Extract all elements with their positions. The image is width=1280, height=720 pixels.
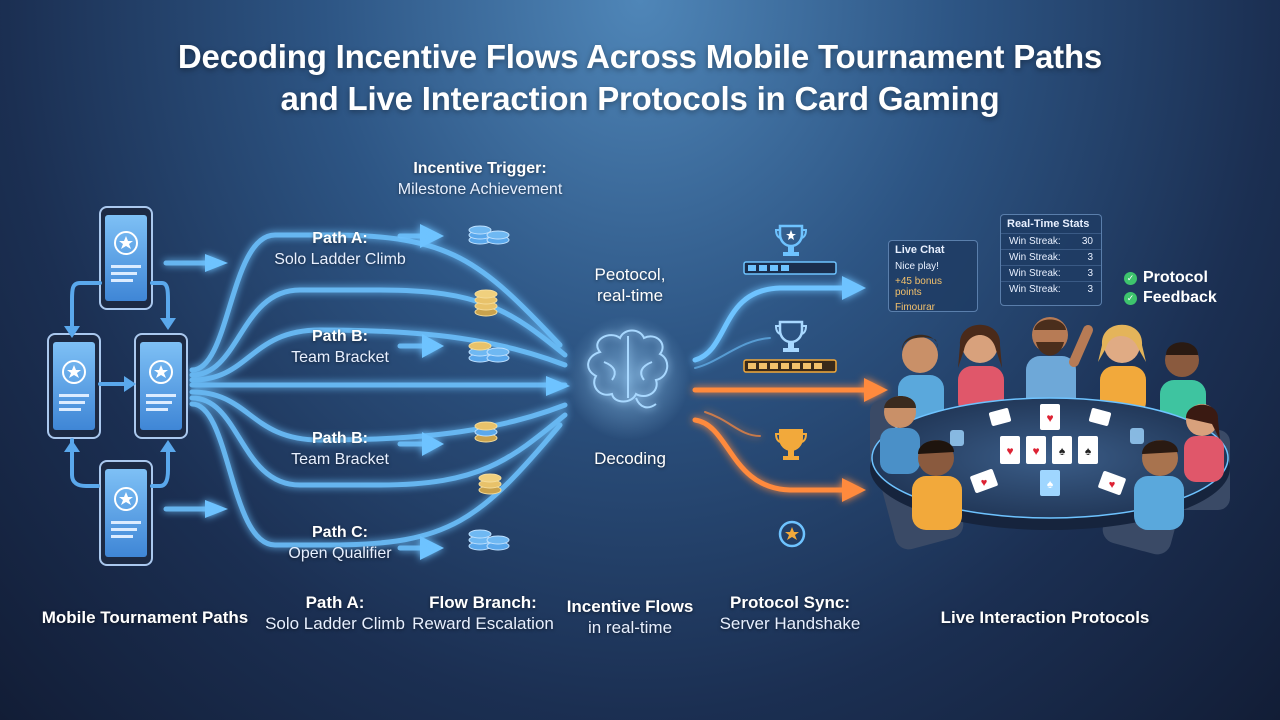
path-b-heading-1: Path B: — [312, 328, 368, 345]
phone-center — [134, 333, 188, 439]
realtime-stats-title: Real-Time Stats — [1007, 218, 1090, 230]
stats-row: Win Streak: 3 — [1001, 281, 1101, 297]
incentive-trigger-sub: Milestone Achievement — [397, 181, 563, 198]
bottom-label-mobile-paths: Mobile Tournament Paths — [30, 607, 260, 628]
path-c-heading: Path C: — [312, 524, 368, 541]
live-chat-panel: Live Chat Nice play! +45 bonus points Fi… — [888, 240, 978, 313]
coin-stack-icon — [474, 421, 498, 443]
flow-branch-heading: Flow Branch: — [429, 593, 537, 612]
path-a-label: Path A: Solo Ladder Climb — [255, 228, 425, 270]
protocol-realtime-line2: real-time — [596, 286, 664, 305]
page-title-line-2: and Live Interaction Protocols in Card G… — [280, 80, 1000, 117]
stats-value: 3 — [1087, 284, 1093, 295]
stats-row: Win Streak: 3 — [1001, 265, 1101, 281]
trophy-icon — [774, 224, 808, 256]
flow-branch-sub: Reward Escalation — [412, 614, 554, 633]
check-icon: ✓ — [1124, 291, 1137, 305]
stats-value: 3 — [1087, 252, 1093, 263]
bottom-path-a-heading: Path A: — [305, 593, 365, 612]
path-a-heading: Path A: — [312, 230, 368, 247]
coin-stack-icon — [468, 225, 510, 245]
svg-text:♥: ♥ — [1046, 411, 1053, 425]
card-table-illustration: ♥ ♥ ♠ ♠ ♥ ♠ ♥ ♥ — [870, 317, 1230, 555]
incentive-flows-heading: Incentive Flows — [566, 597, 694, 616]
progress-bar-blue — [743, 261, 837, 275]
output-arrowheads — [842, 276, 888, 502]
protocol-sync-heading: Protocol Sync: — [730, 593, 850, 612]
bottom-label-protocol-sync: Protocol Sync: Server Handshake — [710, 592, 870, 634]
path-b-heading-2: Path B: — [312, 430, 368, 447]
svg-text:♠: ♠ — [1047, 477, 1054, 491]
path-b-sub-1: Team Bracket — [291, 349, 389, 366]
feedback-line1: Protocol — [1143, 269, 1208, 286]
incentive-trigger-label: Incentive Trigger: Milestone Achievement — [380, 158, 580, 200]
path-c-sub: Open Qualifier — [288, 545, 392, 562]
protocol-realtime-line1: Peotocol, — [594, 265, 666, 284]
stats-row: Win Streak: 30 — [1001, 233, 1101, 249]
stats-label: Win Streak: — [1009, 252, 1061, 263]
brain-icon — [566, 316, 690, 440]
path-b-sub-2: Team Bracket — [291, 451, 389, 468]
coin-stack-icon — [468, 341, 510, 363]
star-badge-icon — [778, 520, 806, 548]
coin-icon-stacks — [468, 225, 510, 551]
bottom-label-flow-branch: Flow Branch: Reward Escalation — [408, 592, 558, 634]
decoding-label: Decoding — [594, 449, 666, 468]
path-b-label-2: Path B: Team Bracket — [260, 428, 420, 470]
protocol-realtime-label: Peotocol, real-time — [568, 264, 692, 306]
bottom-path-a-sub: Solo Ladder Climb — [265, 614, 405, 633]
incentive-flows-sub: in real-time — [587, 618, 673, 637]
svg-text:♥: ♥ — [1032, 444, 1039, 458]
stats-row: Win Streak: 3 — [1001, 249, 1101, 265]
blue-arrowheads — [205, 224, 570, 560]
svg-text:♠: ♠ — [1059, 444, 1066, 458]
live-chat-title: Live Chat — [895, 244, 945, 256]
stats-label: Win Streak: — [1009, 236, 1061, 247]
coin-stack-icon — [474, 289, 498, 317]
trophy-icon — [774, 320, 808, 352]
playing-cards: ♥ ♥ ♠ ♠ ♥ ♠ ♥ ♥ — [970, 404, 1126, 496]
blue-flow-lines — [189, 232, 568, 548]
svg-text:♥: ♥ — [1109, 479, 1116, 491]
live-protocols-text: Live Interaction Protocols — [940, 608, 1150, 627]
phone-left — [47, 333, 101, 439]
stats-value: 3 — [1087, 268, 1093, 279]
incentive-trigger-heading: Incentive Trigger: — [413, 160, 547, 177]
check-icon: ✓ — [1124, 271, 1137, 285]
bottom-label-incentive-flows: Incentive Flows in real-time — [555, 596, 705, 638]
chat-message: +45 bonus points — [895, 276, 942, 298]
bottom-label-live-protocols: Live Interaction Protocols — [930, 607, 1160, 628]
path-c-label: Path C: Open Qualifier — [260, 522, 420, 564]
protocol-sync-sub: Server Handshake — [719, 614, 861, 633]
trophy-icon — [774, 429, 808, 460]
phone-bottom — [99, 460, 153, 566]
bottom-label-path-a: Path A: Solo Ladder Climb — [260, 592, 410, 634]
output-flow-lines — [692, 285, 871, 493]
phones — [47, 206, 188, 566]
protocol-feedback: ✓ Protocol ✓ Feedback — [1124, 268, 1217, 308]
progress-bar-orange — [743, 359, 837, 373]
chat-message: Fimourar — [895, 302, 936, 313]
mobile-paths-text: Mobile Tournament Paths — [41, 608, 249, 627]
feedback-line2: Feedback — [1143, 289, 1217, 306]
path-a-sub: Solo Ladder Climb — [274, 251, 406, 268]
page-title-line-1: Decoding Incentive Flows Across Mobile T… — [177, 38, 1103, 75]
coin-stack-icon — [478, 473, 502, 495]
chat-message: Nice play! — [895, 261, 939, 272]
realtime-stats-panel: Real-Time Stats Win Streak: 30 Win Streak… — [1000, 214, 1102, 306]
stats-label: Win Streak: — [1009, 268, 1061, 279]
svg-text:♠: ♠ — [1085, 444, 1092, 458]
phone-top — [99, 206, 153, 310]
path-b-label-1: Path B: Team Bracket — [260, 326, 420, 368]
svg-text:♥: ♥ — [981, 477, 988, 489]
svg-text:♥: ♥ — [1006, 444, 1013, 458]
stats-label: Win Streak: — [1009, 284, 1061, 295]
coin-stack-icon — [468, 529, 510, 551]
stats-value: 30 — [1081, 236, 1093, 247]
